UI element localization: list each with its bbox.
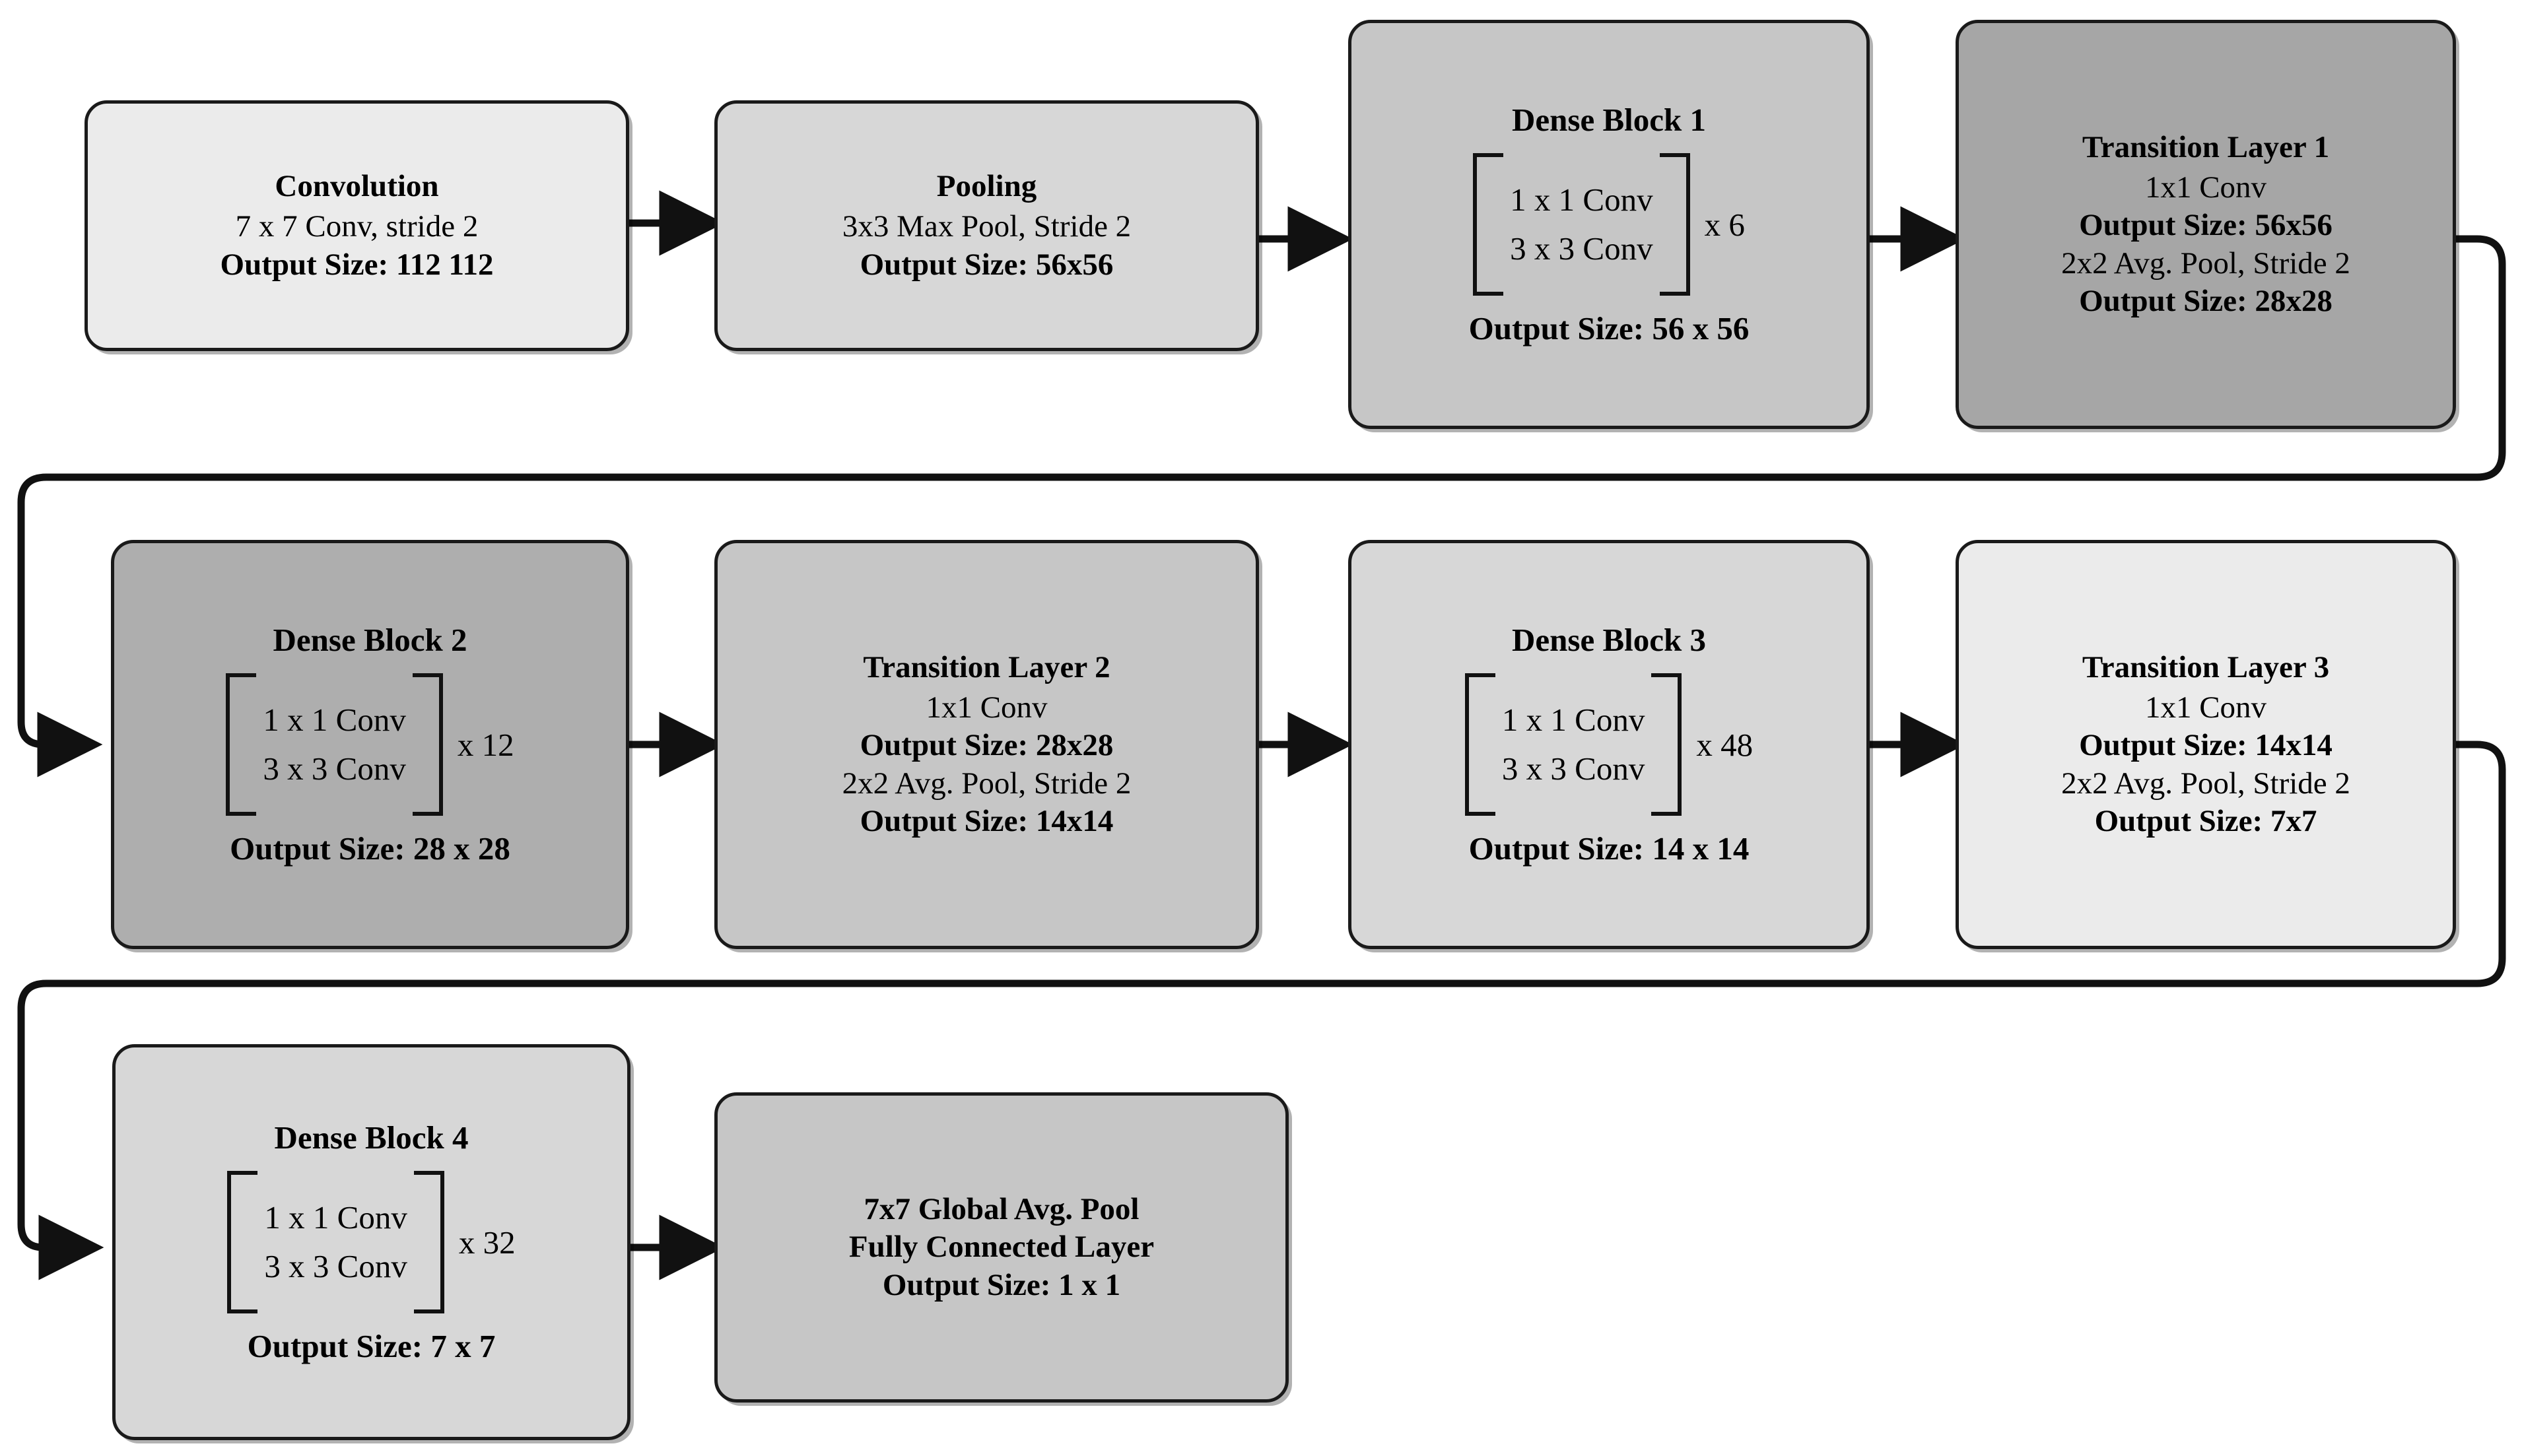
bracket-line: 3 x 3 Conv bbox=[264, 1248, 407, 1284]
repeat-multiplier: x 48 bbox=[1696, 726, 1754, 763]
node-pooling[interactable]: Pooling 3x3 Max Pool, Stride 2 Output Si… bbox=[714, 100, 1259, 351]
node-transition-layer-3[interactable]: Transition Layer 3 1x1 Conv Output Size:… bbox=[1956, 540, 2456, 949]
node-title: Transition Layer 1 bbox=[2082, 129, 2330, 164]
node-title: Transition Layer 2 bbox=[863, 649, 1110, 684]
node-dense-block-4[interactable]: Dense Block 4 1 x 1 Conv 3 x 3 Conv x 32… bbox=[112, 1044, 630, 1440]
node-line: 3x3 Max Pool, Stride 2 bbox=[842, 209, 1132, 244]
node-line: 2x2 Avg. Pool, Stride 2 bbox=[2061, 246, 2350, 281]
bracket: 1 x 1 Conv 3 x 3 Conv bbox=[226, 673, 444, 816]
node-line: 1x1 Conv bbox=[2144, 170, 2267, 205]
bracket: 1 x 1 Conv 3 x 3 Conv bbox=[1464, 673, 1682, 816]
bracket-line: 1 x 1 Conv bbox=[263, 702, 406, 739]
dense-bracket-group: 1 x 1 Conv 3 x 3 Conv x 32 bbox=[227, 1171, 516, 1313]
node-line: Output Size: 14x14 bbox=[2079, 728, 2333, 763]
node-line: Output Size: 56x56 bbox=[860, 247, 1114, 282]
bracket-line: 1 x 1 Conv bbox=[1501, 702, 1645, 739]
dense-bracket-group: 1 x 1 Conv 3 x 3 Conv x 12 bbox=[226, 673, 514, 816]
repeat-multiplier: x 6 bbox=[1704, 206, 1745, 243]
node-transition-layer-1[interactable]: Transition Layer 1 1x1 Conv Output Size:… bbox=[1956, 20, 2456, 429]
dense-bracket-group: 1 x 1 Conv 3 x 3 Conv x 6 bbox=[1473, 153, 1745, 296]
bracket: 1 x 1 Conv 3 x 3 Conv bbox=[227, 1171, 445, 1313]
bracket-line: 3 x 3 Conv bbox=[1501, 750, 1645, 787]
node-line: Output Size: 14x14 bbox=[860, 803, 1114, 838]
node-line: Output Size: 28x28 bbox=[2079, 283, 2333, 318]
node-output-size: Output Size: 56 x 56 bbox=[1468, 310, 1750, 347]
node-line: 2x2 Avg. Pool, Stride 2 bbox=[842, 766, 1132, 801]
node-dense-block-1[interactable]: Dense Block 1 1 x 1 Conv 3 x 3 Conv x 6 … bbox=[1348, 20, 1870, 429]
node-classification-head[interactable]: 7x7 Global Avg. Pool Fully Connected Lay… bbox=[714, 1092, 1289, 1403]
node-title: Transition Layer 3 bbox=[2082, 649, 2330, 684]
node-title: Convolution bbox=[275, 169, 439, 203]
node-line: Output Size: 7x7 bbox=[2094, 803, 2317, 838]
node-line: Output Size: 56x56 bbox=[2079, 208, 2333, 243]
bracket-line: 3 x 3 Conv bbox=[1510, 230, 1653, 267]
node-line: Fully Connected Layer bbox=[848, 1230, 1155, 1265]
node-title: Pooling bbox=[936, 169, 1037, 203]
node-title: Dense Block 1 bbox=[1512, 102, 1706, 139]
node-line: 1x1 Conv bbox=[2144, 690, 2267, 725]
node-line: 1x1 Conv bbox=[926, 690, 1048, 725]
node-output-size: Output Size: 7 x 7 bbox=[247, 1327, 496, 1364]
node-line: Output Size: 1 x 1 bbox=[882, 1267, 1121, 1302]
repeat-multiplier: x 12 bbox=[457, 726, 514, 763]
node-output-size: Output Size: 14 x 14 bbox=[1468, 830, 1750, 867]
node-line: Output Size: 28x28 bbox=[860, 728, 1114, 763]
node-transition-layer-2[interactable]: Transition Layer 2 1x1 Conv Output Size:… bbox=[714, 540, 1259, 949]
node-title: Dense Block 2 bbox=[273, 622, 467, 659]
node-dense-block-2[interactable]: Dense Block 2 1 x 1 Conv 3 x 3 Conv x 12… bbox=[111, 540, 629, 949]
node-line: 7x7 Global Avg. Pool bbox=[864, 1192, 1140, 1226]
dense-bracket-group: 1 x 1 Conv 3 x 3 Conv x 48 bbox=[1464, 673, 1754, 816]
bracket-line: 3 x 3 Conv bbox=[263, 750, 406, 787]
wrap-tl3-to-db4 bbox=[17, 741, 2506, 1280]
node-dense-block-3[interactable]: Dense Block 3 1 x 1 Conv 3 x 3 Conv x 48… bbox=[1348, 540, 1870, 949]
bracket: 1 x 1 Conv 3 x 3 Conv bbox=[1473, 153, 1691, 296]
node-line: 2x2 Avg. Pool, Stride 2 bbox=[2061, 766, 2350, 801]
node-convolution[interactable]: Convolution 7 x 7 Conv, stride 2 Output … bbox=[85, 100, 629, 351]
repeat-multiplier: x 32 bbox=[458, 1224, 516, 1261]
bracket-line: 1 x 1 Conv bbox=[1510, 182, 1653, 218]
node-title: Dense Block 4 bbox=[274, 1119, 469, 1156]
node-title: Dense Block 3 bbox=[1512, 622, 1706, 659]
node-output-size: Output Size: 28 x 28 bbox=[230, 830, 510, 867]
bracket-line: 1 x 1 Conv bbox=[264, 1199, 407, 1236]
wrap-tl1-to-db2 bbox=[17, 235, 2506, 778]
node-line: 7 x 7 Conv, stride 2 bbox=[235, 209, 479, 244]
node-line: Output Size: 112 112 bbox=[220, 247, 494, 282]
